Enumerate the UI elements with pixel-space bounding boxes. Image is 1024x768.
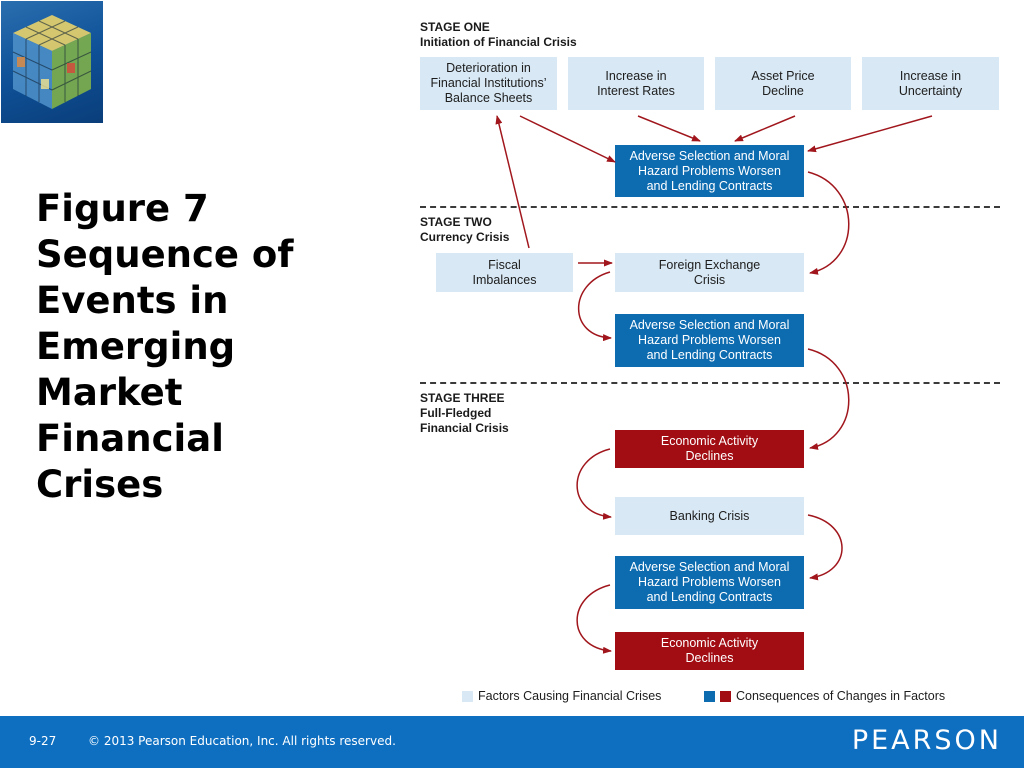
arrow-adverse3-to-economic2	[576, 584, 612, 654]
slide-title: Figure 7 Sequence of Events in Emerging …	[36, 187, 294, 506]
arrow-forex-to-adverse2	[577, 271, 612, 342]
arrow-uncertainty-to-adverse	[807, 115, 933, 153]
arrow-fiscal-to-deterioration	[495, 115, 530, 249]
stage-two-label: STAGE TWO Currency Crisis	[420, 215, 510, 244]
legend-swatch-factors	[462, 691, 473, 702]
cube-graphic	[12, 15, 92, 109]
box-economic-activity-1: Economic Activity Declines	[615, 430, 804, 468]
stage-one-label: STAGE ONE Initiation of Financial Crisis	[420, 20, 577, 49]
box-adverse-selection-2: Adverse Selection and Moral Hazard Probl…	[615, 314, 804, 367]
legend-swatch-blue	[704, 691, 715, 702]
arrow-asset-to-adverse	[734, 115, 796, 142]
arrow-banking-to-adverse3	[807, 514, 843, 581]
box-foreign-exchange: Foreign Exchange Crisis	[615, 253, 804, 292]
box-interest-rates: Increase in Interest Rates	[568, 57, 704, 110]
box-fiscal-imbalances: Fiscal Imbalances	[436, 253, 573, 292]
box-asset-price: Asset Price Decline	[715, 57, 851, 110]
box-adverse-selection-1: Adverse Selection and Moral Hazard Probl…	[615, 145, 804, 197]
legend-consequences-label: Consequences of Changes in Factors	[736, 689, 946, 703]
box-uncertainty: Increase in Uncertainty	[862, 57, 999, 110]
stage-three-label: STAGE THREE Full-Fledged Financial Crisi…	[420, 391, 509, 435]
arrow-economic1-to-banking	[576, 448, 612, 520]
box-deterioration: Deterioration in Financial Institutions’…	[420, 57, 557, 110]
footer-bar: 9-27 © 2013 Pearson Education, Inc. All …	[0, 716, 1024, 768]
flow-arrows	[495, 115, 933, 654]
stage-divider	[420, 382, 1000, 384]
stage-divider	[420, 206, 1000, 208]
box-economic-activity-2: Economic Activity Declines	[615, 632, 804, 670]
box-banking-crisis: Banking Crisis	[615, 497, 804, 535]
arrow-adverse1-to-forex	[807, 171, 850, 275]
legend-factors-label: Factors Causing Financial Crises	[478, 689, 662, 703]
arrow-adverse2-to-economic1	[807, 348, 850, 450]
pearson-cube-logo	[1, 1, 103, 123]
box-adverse-selection-3: Adverse Selection and Moral Hazard Probl…	[615, 556, 804, 609]
arrow-interest-to-adverse	[637, 115, 701, 142]
copyright-text: © 2013 Pearson Education, Inc. All right…	[88, 734, 396, 748]
pearson-wordmark: PEARSON	[851, 725, 1002, 756]
arrow-deterioration-to-adverse	[519, 115, 616, 163]
page-number: 9-27	[29, 734, 57, 748]
legend-swatch-red	[720, 691, 731, 702]
